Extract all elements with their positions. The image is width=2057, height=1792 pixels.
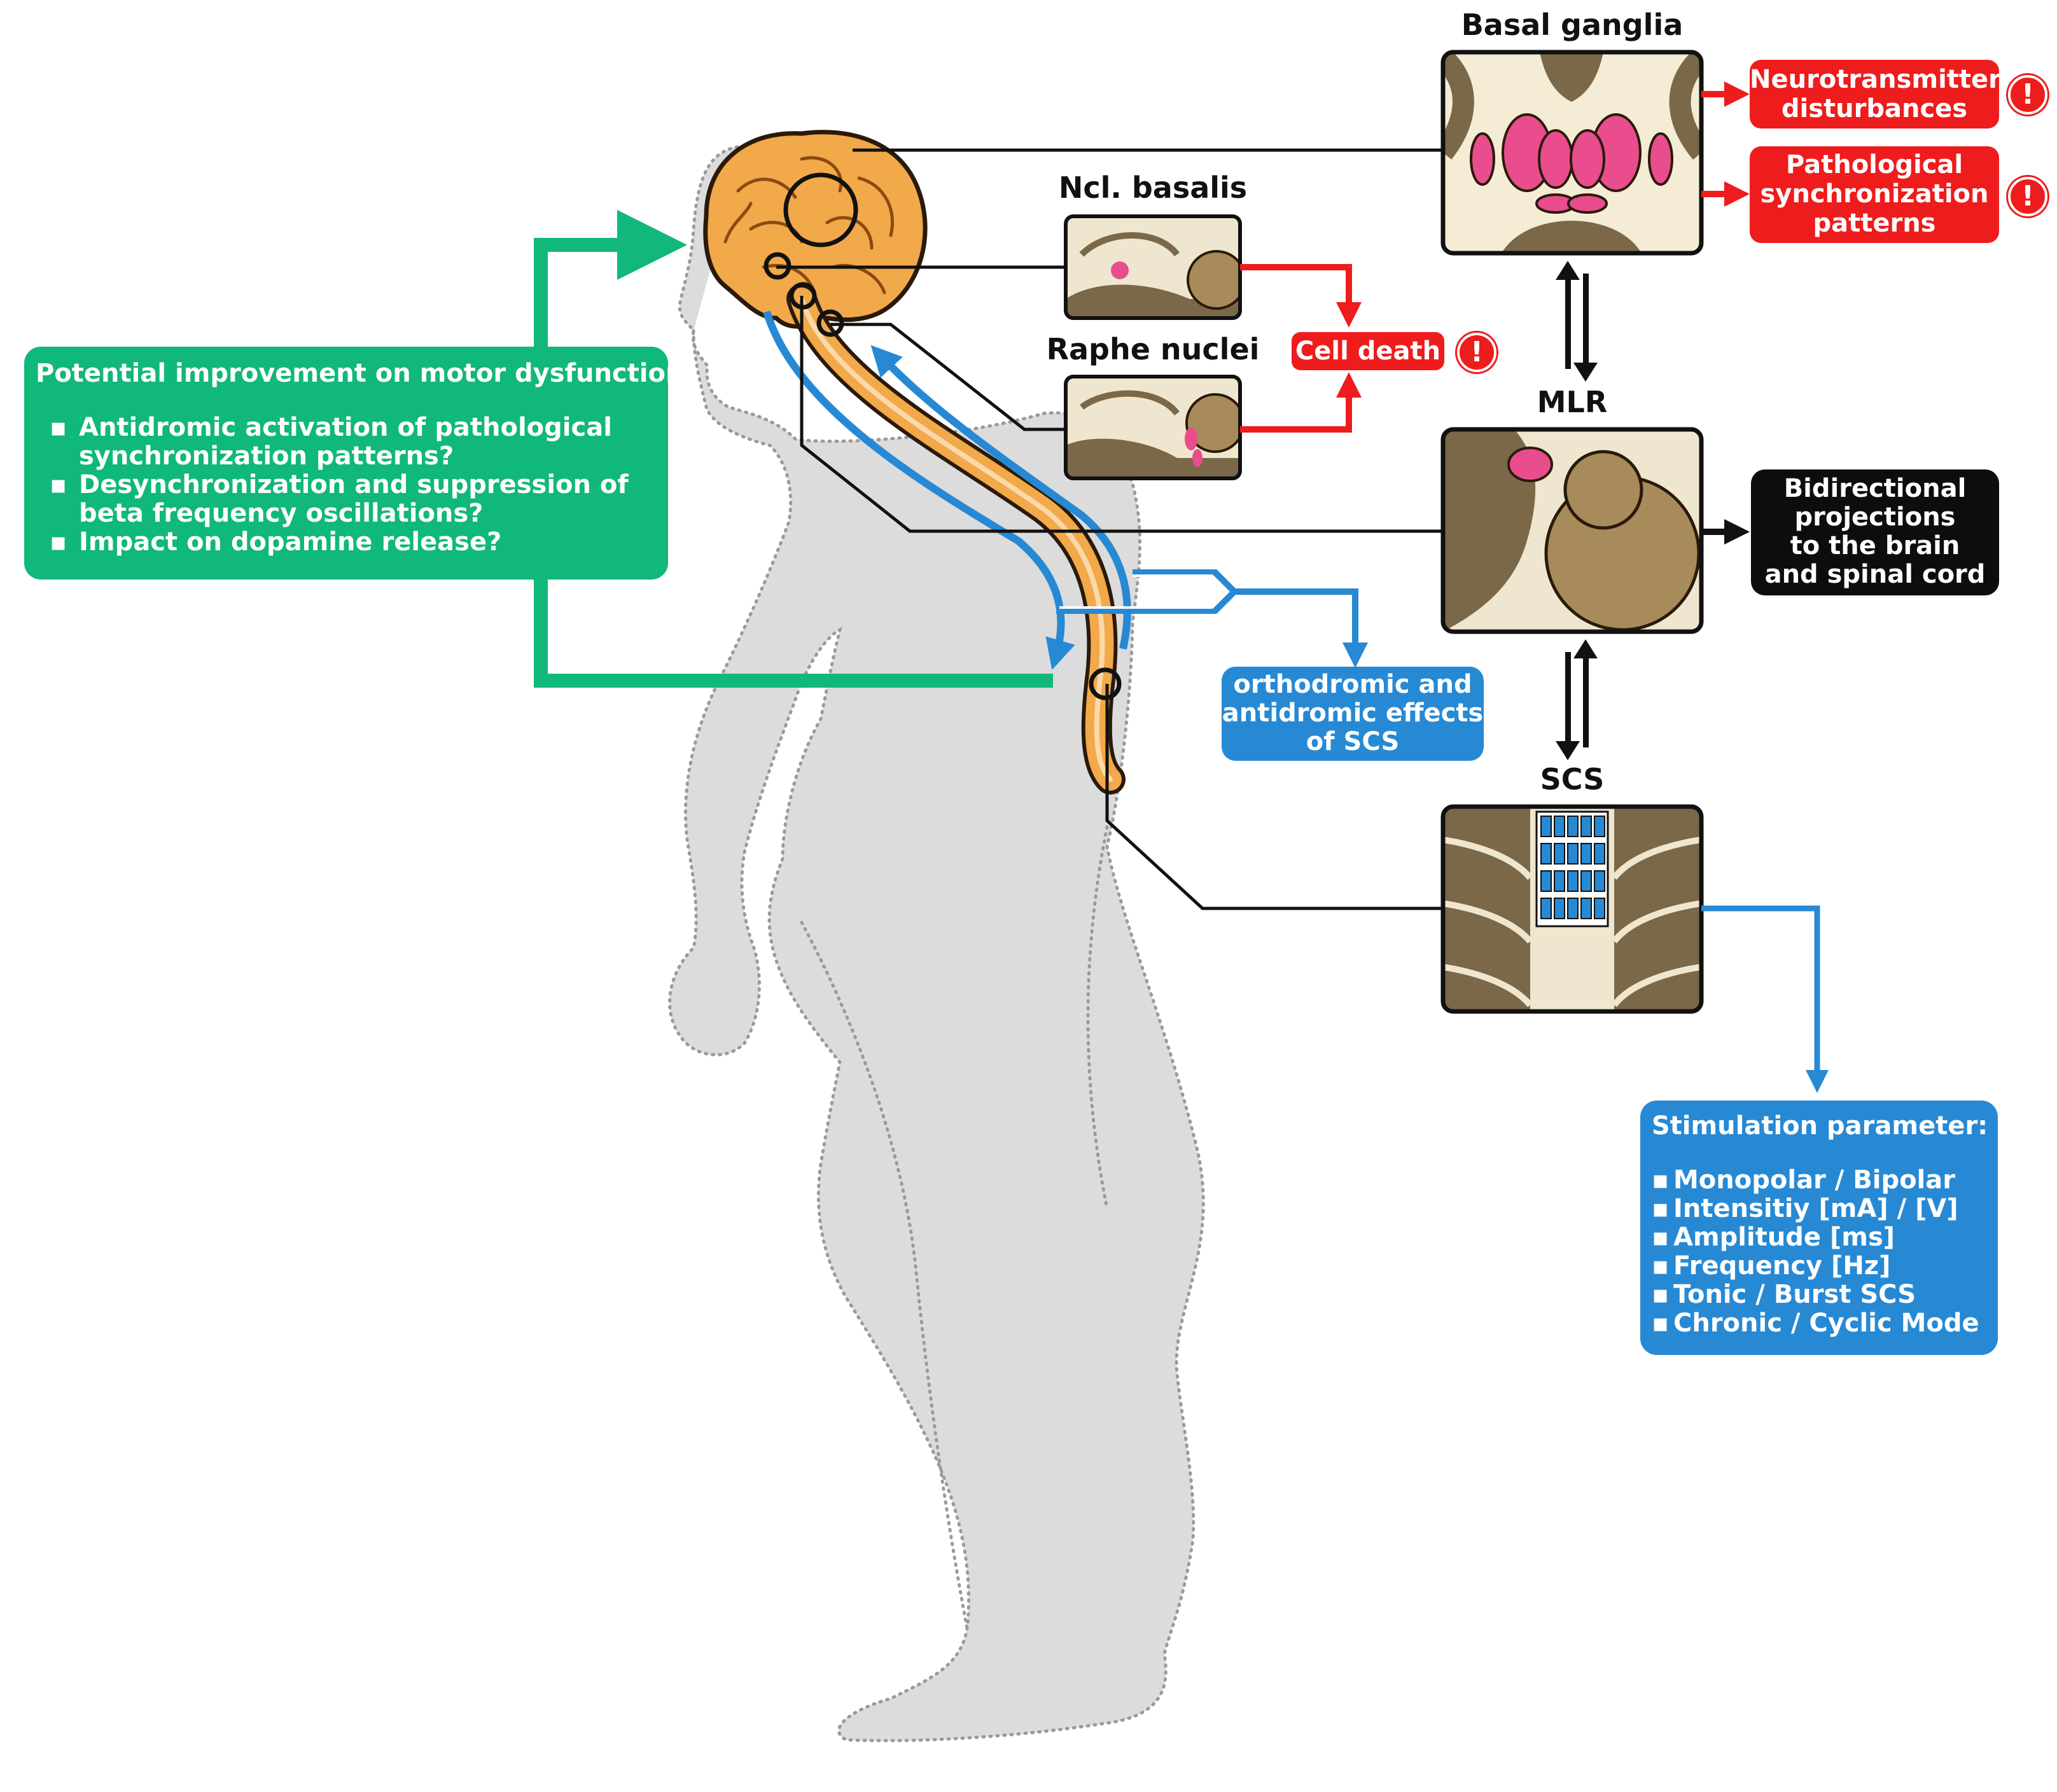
neurotransmitter-disturbances-box: Neurotransmitter disturbances	[1750, 60, 2001, 128]
electrode-array-icon	[1535, 810, 1609, 927]
list-item: Tonic / Burst SCS	[1649, 1281, 1990, 1310]
connector-lines	[776, 148, 1443, 910]
spinal-cord-icon	[786, 284, 1126, 795]
alert-icon: !	[2008, 75, 2047, 115]
alert-icon: !	[2008, 177, 2047, 216]
label-basal-ganglia: Basal ganglia	[1461, 8, 1684, 42]
bidirectional-line-4: and spinal cord	[1764, 560, 1986, 589]
basal-ganglia-out-arrows	[1701, 81, 1750, 207]
pathological-synchronization-box: Pathological synchronization patterns	[1750, 146, 1999, 243]
label-raphe-nuclei: Raphe nuclei	[1046, 332, 1260, 366]
list-item-line: Impact on dopamine release?	[79, 527, 502, 557]
list-item-line: Antidromic activation of pathological	[79, 413, 612, 442]
list-item: Desynchronization and suppression of bet…	[36, 471, 657, 528]
motor-dysfunction-box: Potential improvement on motor dysfuncti…	[24, 347, 694, 580]
bidirectional-line-1: Bidirectional	[1783, 474, 1967, 503]
pathological-line-2: synchronization	[1760, 179, 1989, 209]
list-item: Frequency [Hz]	[1649, 1252, 1990, 1281]
bidirectional-arrows	[1556, 261, 1598, 760]
region-markers	[764, 172, 1122, 700]
list-item: Amplitude [ms]	[1649, 1223, 1990, 1253]
bidirectional-projections-box: Bidirectional projections to the brain a…	[1751, 469, 1999, 595]
list-item: Impact on dopamine release?	[36, 528, 657, 557]
list-item: Intensitiy [mA] / [V]	[1649, 1195, 1990, 1224]
basal-ganglia-panel	[1440, 50, 1704, 256]
list-item-line: Desynchronization and suppression of	[79, 470, 629, 499]
scs-out-arrow	[1701, 905, 1829, 1093]
list-item-line: synchronization patterns?	[79, 441, 454, 471]
scs-panel	[1440, 804, 1704, 1014]
orthodromic-antidromic-arrows	[763, 310, 1355, 655]
alert-icon: !	[1457, 333, 1496, 372]
neurotransmitter-line-2: disturbances	[1781, 94, 1968, 123]
cell-death-box: Cell death	[1292, 332, 1444, 370]
cell-death-arrows	[1240, 264, 1362, 433]
bidirectional-line-3: to the brain	[1790, 531, 1960, 560]
list-item: Antidromic activation of pathological sy…	[36, 413, 657, 471]
stimulation-parameter-list: Monopolar / Bipolar Intensitiy [mA] / [V…	[1649, 1166, 1990, 1338]
orthodromic-line-1: orthodromic and	[1233, 670, 1472, 699]
raphe-nuclei-panel	[1064, 375, 1242, 480]
label-ncl-basalis: Ncl. basalis	[1058, 170, 1248, 205]
mlr-panel	[1440, 427, 1704, 634]
list-item: Chronic / Cyclic Mode	[1649, 1309, 1990, 1338]
green-connector	[534, 245, 1053, 688]
motor-dysfunction-title: Potential improvement on motor dysfuncti…	[36, 359, 694, 388]
orthodromic-line-2: antidromic effects	[1222, 698, 1484, 728]
ncl-basalis-panel	[1064, 214, 1242, 320]
list-item-line: beta frequency oscillations?	[79, 499, 484, 528]
label-scs: SCS	[1540, 762, 1605, 796]
list-item: Monopolar / Bipolar	[1649, 1166, 1990, 1195]
brain-icon	[703, 130, 928, 329]
stimulation-parameter-box: Stimulation parameter: Monopolar / Bipol…	[1640, 1101, 1998, 1355]
stimulation-parameter-title: Stimulation parameter:	[1651, 1111, 1988, 1141]
bidirectional-line-2: projections	[1794, 503, 1956, 532]
pathological-line-1: Pathological	[1785, 150, 1963, 179]
motor-dysfunction-list: Antidromic activation of pathological sy…	[36, 413, 657, 557]
pathological-line-3: patterns	[1813, 209, 1936, 238]
label-mlr: MLR	[1537, 385, 1608, 419]
neurotransmitter-line-1: Neurotransmitter	[1750, 65, 2001, 94]
orthodromic-antidromic-box: orthodromic and antidromic effects of SC…	[1222, 667, 1484, 761]
orthodromic-line-3: of SCS	[1306, 727, 1400, 756]
